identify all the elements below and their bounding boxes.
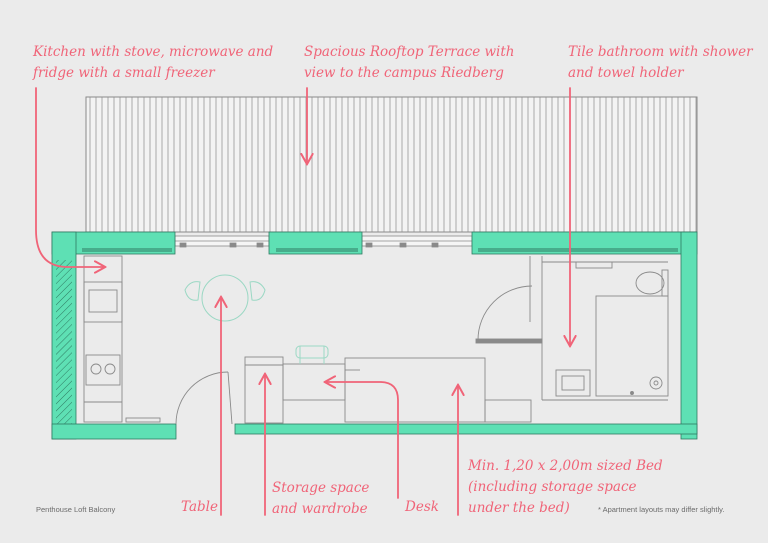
storage-label: Storage space and wardrobe [272,480,370,517]
disclaimer: * Apartment layouts may differ slightly. [598,505,725,514]
table-label: Table [181,499,218,515]
bathroom-label: Tile bathroom with shower and towel hold… [568,44,753,81]
desk-arrow [326,382,399,499]
bed-label: Min. 1,20 x 2,00m sized Bed (including s… [468,458,663,516]
terrace-label: Spacious Rooftop Terrace with view to th… [304,44,515,81]
plan-caption: Penthouse Loft Balcony [36,505,116,514]
rooftop-terrace [85,96,698,233]
annotation-arrows [35,87,570,516]
walls [51,231,698,440]
interior [83,255,669,425]
kitchen-label: Kitchen with stove, microwave and fridge… [33,44,274,81]
desk-label: Desk [405,499,439,515]
kitchen-arrow [35,87,104,267]
dining-table [184,274,329,364]
